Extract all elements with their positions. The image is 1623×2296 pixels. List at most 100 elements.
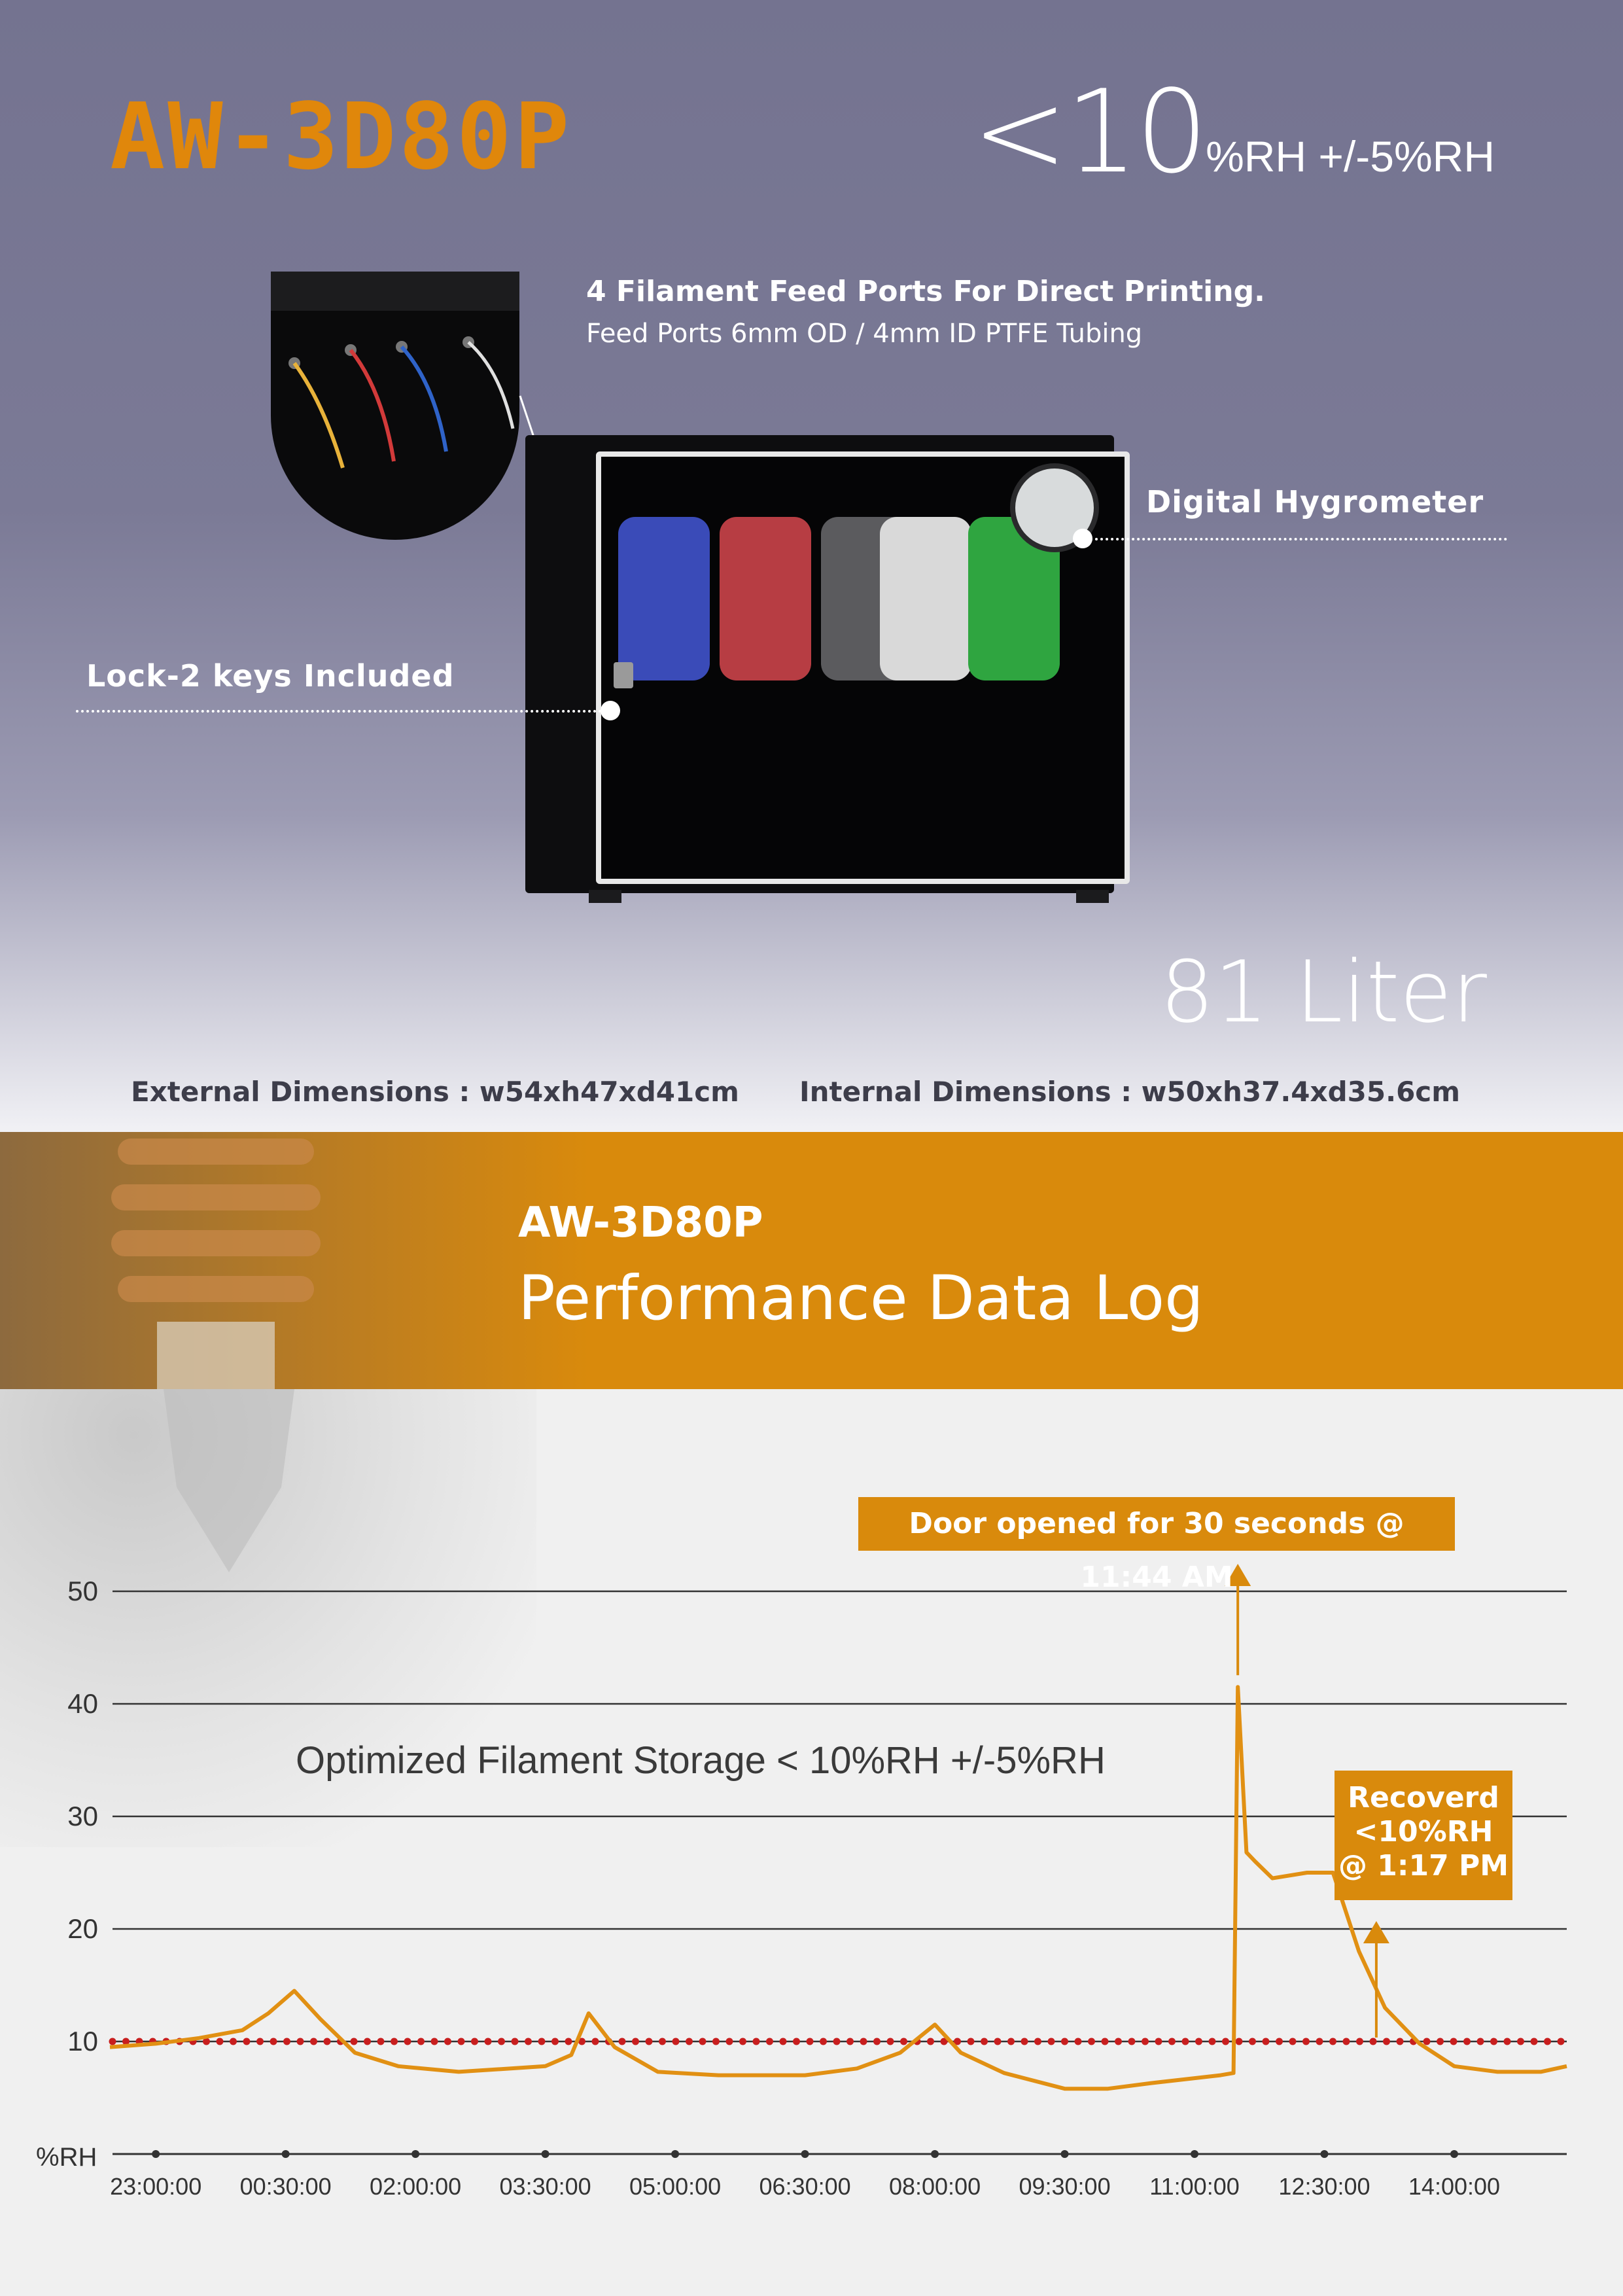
target-dot: [391, 2038, 398, 2045]
target-dot: [1396, 2038, 1404, 2045]
target-dot: [1369, 2038, 1377, 2045]
x-tick-label: 05:00:00: [629, 2173, 721, 2200]
target-dot: [1276, 2038, 1283, 2045]
target-dot: [672, 2038, 680, 2045]
target-dot: [1074, 2038, 1082, 2045]
target-dot: [1316, 2038, 1323, 2045]
target-dot: [444, 2038, 451, 2045]
target-dot: [1557, 2038, 1565, 2045]
target-dot: [645, 2038, 653, 2045]
target-dot: [1249, 2038, 1256, 2045]
target-dot: [699, 2038, 707, 2045]
target-dot: [806, 2038, 814, 2045]
door-opened-annotation: Door opened for 30 seconds @ 11:44 AM: [858, 1497, 1455, 1594]
target-dot: [725, 2038, 733, 2045]
internal-dimensions: Internal Dimensions : w50xh37.4xd35.6cm: [799, 1076, 1460, 1108]
target-dot: [457, 2038, 465, 2045]
target-dot: [793, 2038, 800, 2045]
x-tick-mark: [1320, 2150, 1329, 2158]
x-tick-label: 09:30:00: [1019, 2173, 1110, 2200]
spool-blue: [618, 517, 710, 680]
target-dot: [1463, 2038, 1471, 2045]
x-tick-mark: [931, 2150, 939, 2158]
target-dot: [511, 2038, 519, 2045]
target-dot: [820, 2038, 827, 2045]
target-dot: [954, 2038, 961, 2045]
target-dot: [1168, 2038, 1176, 2045]
humidity-spec-unit: %RH +/-5%RH: [1206, 132, 1495, 181]
target-dot: [1342, 2038, 1350, 2045]
y-tick-label: 10: [67, 2026, 98, 2057]
target-dot: [1450, 2038, 1457, 2045]
target-dot: [350, 2038, 358, 2045]
spool-white: [880, 517, 971, 680]
target-dot: [498, 2038, 505, 2045]
target-dot: [417, 2038, 425, 2045]
x-tick-mark: [1060, 2150, 1069, 2158]
feed-ports-subtitle: Feed Ports 6mm OD / 4mm ID PTFE Tubing: [586, 319, 1143, 349]
target-dot: [1544, 2038, 1551, 2045]
chart-subtitle: Optimized Filament Storage < 10%RH +/-5%…: [296, 1739, 1106, 1782]
humidity-spec-value: <10: [971, 66, 1208, 199]
target-dot: [1503, 2038, 1511, 2045]
x-tick-mark: [1191, 2150, 1199, 2158]
target-dot: [1021, 2038, 1028, 2045]
target-dot: [404, 2038, 411, 2045]
target-dot: [578, 2038, 585, 2045]
target-dot: [1061, 2038, 1068, 2045]
target-dot: [779, 2038, 787, 2045]
recovered-annotation: Recoverd <10%RH @ 1:17 PM: [1335, 1771, 1512, 1900]
target-dot: [1222, 2038, 1229, 2045]
recovered-arrow-head: [1363, 1921, 1389, 1943]
x-tick-mark: [411, 2150, 420, 2158]
target-dot: [377, 2038, 385, 2045]
hygrometer-label: Digital Hygrometer: [1146, 484, 1484, 520]
x-tick-mark: [152, 2150, 160, 2158]
target-dot: [1423, 2038, 1431, 2045]
target-dot: [256, 2038, 264, 2045]
printer-nozzle-image: [0, 1132, 589, 1389]
x-tick-label: 23:00:00: [110, 2173, 201, 2200]
target-dot: [900, 2038, 907, 2045]
hygrometer-marker-dot: [1073, 529, 1092, 548]
y-tick-label: 20: [67, 1913, 98, 1944]
recovered-line-2: <10%RH: [1353, 1815, 1493, 1848]
performance-banner: [0, 1132, 1623, 1389]
target-dot: [1262, 2038, 1270, 2045]
target-rh-dotted-line: [109, 2038, 1565, 2045]
feed-ports-title: 4 Filament Feed Ports For Direct Printin…: [586, 275, 1265, 308]
x-tick-label: 12:30:00: [1278, 2173, 1370, 2200]
lock-marker-dot: [601, 701, 620, 720]
lock-icon: [614, 662, 633, 688]
target-dot: [886, 2038, 894, 2045]
target-dot: [940, 2038, 948, 2045]
spool-red: [720, 517, 811, 680]
feed-port-closeup: [271, 272, 519, 540]
target-dot: [967, 2038, 975, 2045]
feed-port-tubes-icon: [271, 272, 519, 468]
target-dot: [1517, 2038, 1524, 2045]
target-dot: [525, 2038, 532, 2045]
lock-leader-line: [76, 710, 612, 713]
cabinet-foot: [589, 890, 621, 903]
target-dot: [1128, 2038, 1136, 2045]
target-dot: [686, 2038, 693, 2045]
target-dot: [1115, 2038, 1122, 2045]
external-dimensions: External Dimensions : w54xh47xd41cm: [131, 1076, 739, 1108]
target-dot: [551, 2038, 559, 2045]
y-axis-label: %RH: [36, 2143, 97, 2172]
target-dot: [1302, 2038, 1310, 2045]
heatsink-icon: [111, 1139, 321, 1389]
target-dot: [310, 2038, 317, 2045]
door-arrow-head: [1225, 1564, 1251, 1586]
target-dot: [1208, 2038, 1216, 2045]
target-dot: [994, 2038, 1002, 2045]
y-tick-label: 50: [67, 1576, 98, 1606]
target-dot: [1101, 2038, 1109, 2045]
target-dot: [659, 2038, 666, 2045]
target-dot: [1195, 2038, 1202, 2045]
x-tick-mark: [801, 2150, 809, 2158]
x-tick-label: 06:30:00: [759, 2173, 851, 2200]
target-dot: [1155, 2038, 1162, 2045]
